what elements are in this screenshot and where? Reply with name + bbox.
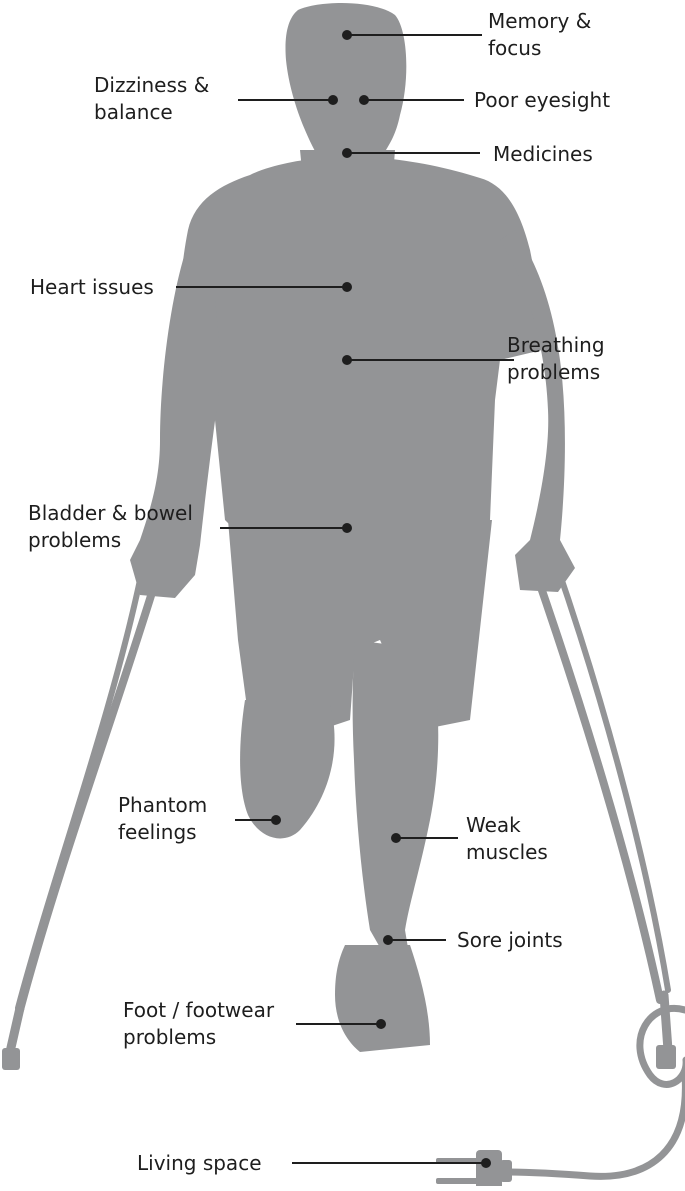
power-cord — [500, 1008, 685, 1176]
label-weak-muscles: Weak muscles — [466, 812, 548, 866]
label-living-space: Living space — [137, 1150, 262, 1177]
dot-breathing — [342, 355, 352, 365]
dot-joints — [383, 935, 393, 945]
label-breathing-problems: Breathing problems — [507, 332, 605, 386]
dot-eyesight — [359, 95, 369, 105]
leg-right — [353, 640, 439, 965]
dot-dizziness — [328, 95, 338, 105]
dot-phantom — [271, 815, 281, 825]
torso — [179, 158, 542, 530]
label-memory-focus: Memory & focus — [488, 8, 591, 62]
dot-medicines — [342, 148, 352, 158]
dot-muscles — [391, 833, 401, 843]
label-poor-eyesight: Poor eyesight — [474, 87, 610, 114]
foot-right — [335, 945, 430, 1052]
label-sore-joints: Sore joints — [457, 927, 563, 954]
head — [286, 3, 407, 160]
label-dizziness-balance: Dizziness & balance — [94, 72, 209, 126]
plug-icon — [436, 1150, 512, 1186]
dot-heart — [342, 282, 352, 292]
dot-living — [481, 1158, 491, 1168]
dot-foot — [376, 1019, 386, 1029]
dot-bladder — [342, 523, 352, 533]
label-medicines: Medicines — [493, 141, 593, 168]
crutch-right — [535, 560, 676, 1069]
label-bladder-bowel: Bladder & bowel problems — [28, 500, 193, 554]
label-phantom-feelings: Phantom feelings — [118, 792, 207, 846]
thigh-left-stump — [240, 700, 334, 838]
label-foot-footwear: Foot / footwear problems — [123, 997, 274, 1051]
dot-memory — [342, 30, 352, 40]
label-heart-issues: Heart issues — [30, 274, 154, 301]
